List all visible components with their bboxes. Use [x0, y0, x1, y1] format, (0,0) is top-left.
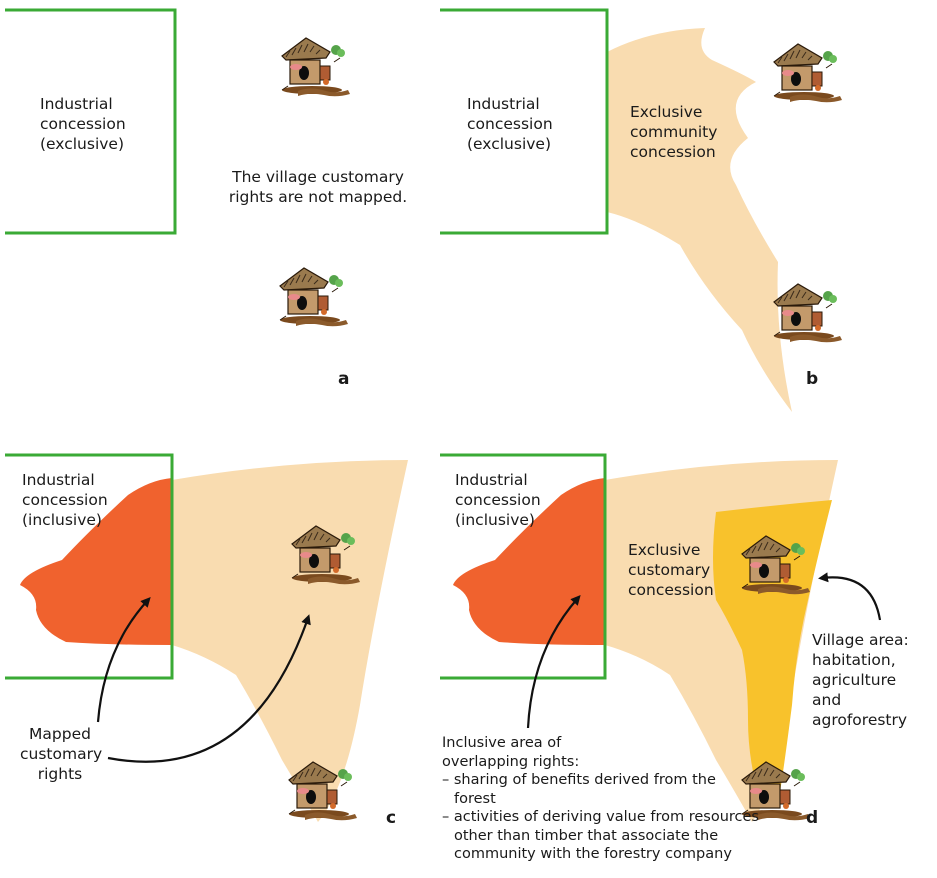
label-line: Mapped — [29, 725, 91, 743]
arrow-to-village-area — [818, 572, 882, 621]
label-line: Exclusive — [630, 103, 703, 121]
community-concession-label: Exclusive community concession — [630, 102, 717, 162]
label-line: Inclusive area of — [442, 735, 562, 751]
industrial-concession-label: Industrial concession (exclusive) — [40, 94, 126, 154]
industrial-concession-label: Industrial concession (exclusive) — [467, 94, 553, 154]
panel-letter-a: a — [338, 369, 350, 389]
arrow-to-village — [107, 614, 311, 763]
mapped-customary-rights-area — [20, 478, 172, 645]
village-rights-note: The village customary rights are not map… — [218, 167, 418, 207]
label-line: concession — [628, 581, 714, 599]
label-line: customary — [628, 561, 711, 579]
label-line: concession — [455, 491, 541, 509]
panel-letter-b: b — [806, 369, 819, 389]
label-line: Exclusive — [628, 541, 701, 559]
label-line: The village customary — [232, 168, 404, 186]
industrial-concession-border — [5, 8, 177, 235]
village-hut-icon — [281, 37, 351, 97]
label-line: concession — [40, 115, 126, 133]
label-line: (inclusive) — [22, 511, 102, 529]
label-line: overlapping rights: — [442, 753, 580, 770]
label-line: Industrial — [467, 95, 540, 113]
community-concession-area — [607, 28, 792, 412]
industrial-concession-border — [440, 453, 607, 680]
village-area-label: Village area: habitation, agriculture an… — [812, 630, 937, 730]
panel-a — [5, 8, 351, 327]
mapped-rights-label: Mapped customary rights — [20, 724, 103, 784]
label-line: Industrial — [22, 471, 95, 489]
village-hut-icon — [279, 267, 349, 327]
industrial-concession-label: Industrial concession (inclusive) — [22, 470, 108, 530]
industrial-concession-border — [440, 8, 609, 235]
panel-letter-d: d — [806, 808, 819, 828]
customary-concession-label: Exclusive customary concession — [628, 540, 714, 600]
label-line: community — [630, 123, 718, 141]
panel-b — [440, 8, 843, 412]
village-hut-icon — [773, 283, 843, 343]
village-hut-icon — [773, 43, 843, 103]
village-area-zone — [713, 500, 832, 802]
overlapping-rights-list: – sharing of benefits derived from the f… — [442, 771, 762, 864]
label-line: (exclusive) — [467, 135, 552, 153]
inclusive-overlap-area — [453, 478, 605, 645]
label-line: rights — [37, 765, 83, 783]
list-item: – sharing of benefits derived from the f… — [442, 772, 716, 807]
industrial-concession-border — [5, 453, 174, 680]
industrial-concession-label: Industrial concession (inclusive) — [455, 470, 541, 530]
label-line: concession — [467, 115, 553, 133]
community-area — [172, 460, 408, 822]
label-line: Village area: — [812, 631, 909, 649]
arrow-to-overlap — [526, 595, 581, 729]
label-line: concession — [22, 491, 108, 509]
overlapping-rights-label: Inclusive area of overlapping rights: – … — [442, 734, 762, 864]
label-line: Industrial — [40, 95, 113, 113]
label-line: and agroforestry — [812, 691, 908, 729]
label-line: concession — [630, 143, 716, 161]
arrow-to-mapped-rights — [96, 597, 151, 723]
panel-d — [440, 453, 882, 822]
label-line: habitation, — [812, 651, 896, 669]
label-line: rights are not mapped. — [228, 188, 408, 206]
label-line: customary — [20, 745, 103, 763]
panel-letter-c: c — [386, 808, 397, 828]
label-line: Industrial — [455, 471, 528, 489]
label-line: (exclusive) — [40, 135, 125, 153]
label-line: (inclusive) — [455, 511, 535, 529]
panel-c — [5, 453, 408, 822]
list-item: – activities of deriving value from reso… — [442, 809, 759, 862]
label-line: agriculture — [812, 671, 897, 689]
